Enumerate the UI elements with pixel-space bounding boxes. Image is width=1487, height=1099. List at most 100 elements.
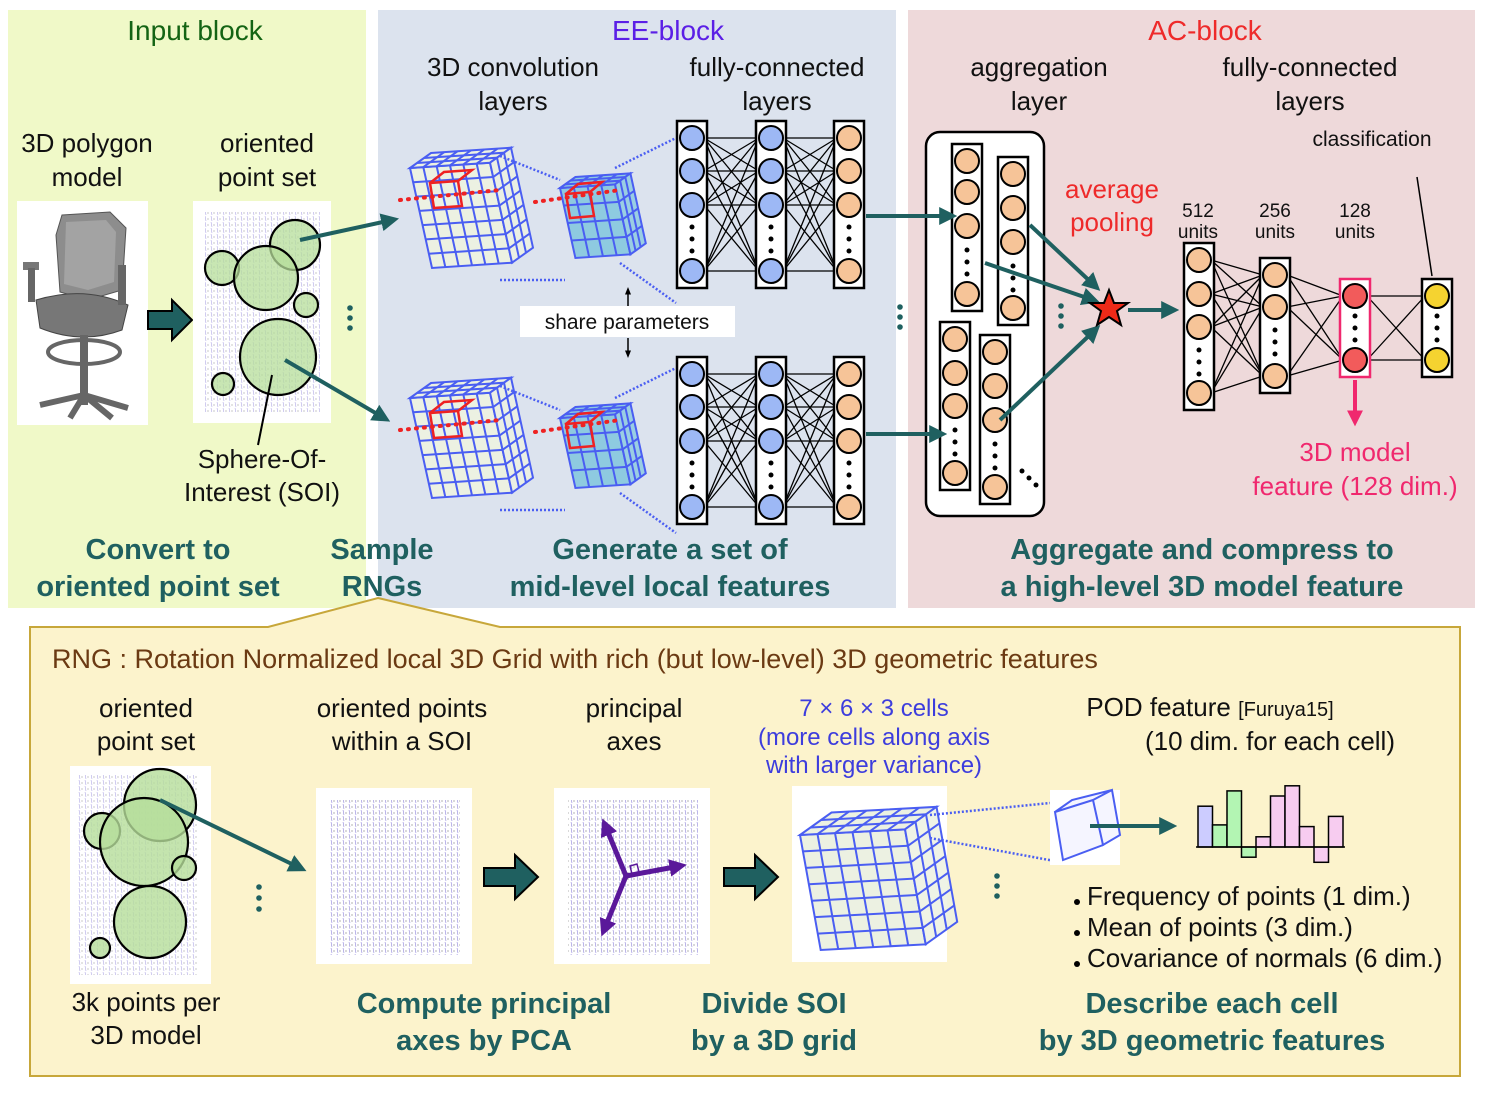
grid-line (449, 379, 472, 397)
step-describe-1: Describe each cell (1085, 988, 1338, 1020)
ellipsis-dot (689, 248, 695, 254)
connection (703, 137, 760, 206)
grid-line (419, 204, 500, 212)
ee-fc-network-top (675, 119, 866, 290)
ellipsis-dot (1352, 313, 1358, 319)
projection-line (614, 366, 677, 400)
ellipsis-dot (768, 224, 774, 230)
grid-line (462, 148, 485, 166)
grid-line (428, 247, 509, 255)
receptive-field (428, 179, 464, 210)
units-128-n: 128 (1339, 201, 1371, 222)
units-128-u: units (1335, 222, 1375, 243)
grid-line (851, 808, 885, 833)
neuron (836, 158, 862, 184)
ellipsis-dot (846, 484, 852, 490)
grid-line (475, 163, 500, 264)
ellipsis-dot (1272, 351, 1278, 357)
principal-axes-image (554, 788, 710, 964)
connection (1210, 274, 1264, 328)
connection (703, 170, 760, 272)
neuron (679, 258, 705, 284)
grid-line (600, 173, 618, 187)
neuron (758, 258, 784, 284)
ellipsis-dot (1019, 468, 1025, 474)
grid-arrow-icon (723, 852, 780, 902)
points-count-label-2: 3D model (90, 1020, 201, 1050)
pointset-label-1: oriented (220, 128, 314, 158)
grid-line (436, 380, 459, 398)
pod-dim-label: (10 dim. for each cell) (1145, 726, 1395, 756)
histogram-bar (1269, 795, 1286, 848)
grid-line (913, 855, 946, 880)
grid-ellipsis-icon (994, 873, 1000, 899)
neuron (679, 428, 705, 454)
axes-label-1: principal (586, 693, 683, 723)
receptive-field (428, 409, 464, 440)
share-parameters-box (520, 306, 735, 337)
rng-panel-title: RNG : Rotation Normalized local 3D Grid … (52, 644, 1098, 674)
grid-line (476, 147, 499, 165)
neuron (679, 125, 705, 151)
neuron (836, 125, 862, 151)
ee-fc-label-1: fully-connected (690, 52, 865, 82)
grid-line (462, 394, 487, 495)
grid-line (571, 235, 627, 242)
pod-bullets: Frequency of points (1 dim.) Mean of poi… (1074, 881, 1442, 973)
ee-block-title: EE-block (612, 15, 725, 46)
grid-line (886, 830, 910, 946)
neuron (1424, 347, 1450, 373)
grid-line (423, 381, 527, 483)
ac-fc-network (1182, 241, 1454, 412)
neuron (1000, 161, 1026, 187)
histogram-bar (1298, 825, 1315, 848)
connection (1286, 359, 1344, 377)
neuron (982, 339, 1008, 365)
connection (1210, 274, 1264, 394)
units-256-u: units (1255, 222, 1295, 243)
pod-label-name: POD feature (1086, 692, 1231, 722)
grid-line (834, 809, 868, 834)
ellipsis-dot (952, 427, 958, 433)
connection (703, 440, 760, 508)
grid-line (475, 393, 500, 494)
units-512-u: units (1178, 222, 1218, 243)
ellipsis-dot (964, 259, 970, 265)
neuron (836, 394, 862, 420)
conv-label-1: 3D convolution (427, 52, 599, 82)
grid-line (625, 455, 643, 468)
histogram-bar (1313, 846, 1330, 864)
grid-line (462, 378, 485, 396)
grid-line (567, 448, 623, 454)
soi-points-label-1: oriented points (317, 693, 488, 723)
grid-line (425, 463, 506, 471)
grid-line (505, 448, 528, 465)
connection (782, 137, 838, 272)
average-pooling-star-icon (1086, 287, 1132, 328)
grid-line (428, 477, 509, 485)
ac-fc-label-1: fully-connected (1223, 52, 1398, 82)
neuron (758, 158, 784, 184)
neuron (758, 192, 784, 218)
neuron (1186, 314, 1212, 340)
grid-line (586, 404, 604, 417)
grid-line (586, 174, 604, 187)
grid-line (505, 218, 528, 235)
connection (782, 170, 838, 272)
grid-label-1: 7 × 6 × 3 cells (799, 695, 948, 722)
grid-line (869, 807, 903, 833)
ellipsis-dot (1010, 263, 1016, 269)
pointset-label-2: point set (218, 162, 317, 192)
projection-line (619, 491, 677, 535)
ellipsis-dot (1434, 337, 1440, 343)
grid-line (618, 190, 635, 203)
neuron (942, 460, 968, 486)
connection (1286, 306, 1344, 361)
step-convert-2: oriented point set (36, 571, 280, 603)
projection-line (619, 261, 677, 305)
ellipsis-dot (1434, 313, 1440, 319)
grid-line (817, 926, 923, 935)
ellipsis-dot (1434, 325, 1440, 331)
step-convert-1: Convert to (86, 534, 231, 566)
grid-line (808, 877, 914, 886)
